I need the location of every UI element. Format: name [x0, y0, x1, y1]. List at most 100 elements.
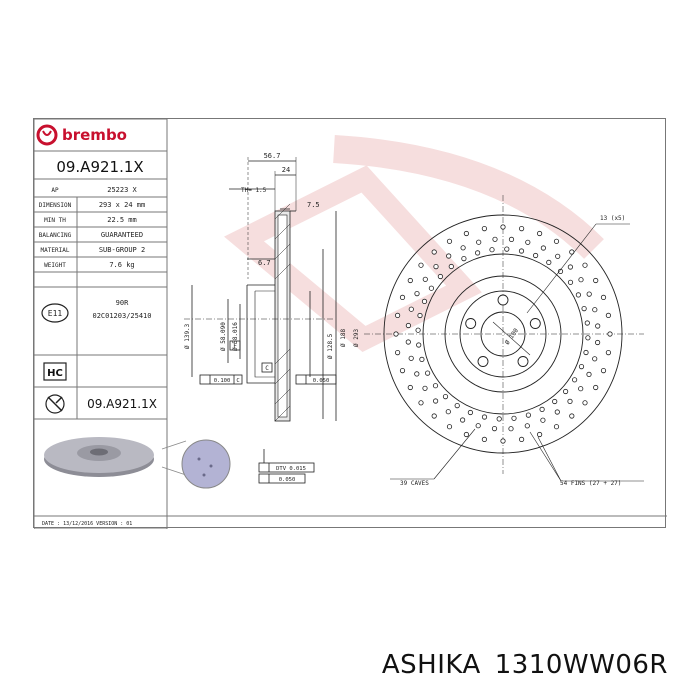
drill-hole — [567, 279, 574, 285]
drill-hole — [518, 436, 525, 442]
drill-hole — [567, 264, 574, 270]
drill-hole — [600, 294, 607, 300]
drill-hole — [567, 398, 573, 404]
tol-0-050b: 0.050 — [279, 477, 296, 483]
drill-hole — [417, 312, 423, 319]
fins-label: 54 FINS (27 + 27) — [560, 480, 621, 487]
drill-hole — [525, 239, 531, 245]
drill-hole — [399, 294, 406, 300]
drill-hole — [583, 349, 589, 356]
drill-hole — [518, 226, 525, 232]
spec-value-material: SUB-GROUP 2 — [99, 246, 145, 254]
drill-hole — [422, 385, 428, 391]
drill-hole — [419, 356, 425, 362]
drill-hole — [460, 245, 466, 251]
dim-58-016: Ø 58.016 — [232, 322, 239, 351]
drill-hole — [431, 413, 437, 419]
lug-holes — [465, 294, 541, 367]
spec-label-balancing: BALANCING — [39, 232, 72, 239]
drill-hole — [578, 386, 584, 392]
drill-hole — [592, 356, 598, 362]
spec-label-weight: WEIGHT — [44, 262, 66, 269]
drill-hole — [511, 415, 517, 421]
drill-hole — [582, 262, 588, 268]
drill-hole — [433, 264, 439, 270]
lug-hole — [529, 318, 541, 329]
drill-hole — [581, 306, 587, 312]
drill-hole — [557, 268, 564, 274]
spec-label-material: MATERIAL — [41, 247, 70, 254]
drill-hole — [394, 350, 401, 356]
drill-hole — [605, 312, 612, 318]
spec-label-min-th: MIN TH — [44, 217, 66, 224]
drill-holes — [393, 224, 613, 444]
brembo-watermark — [224, 135, 604, 353]
spec-value-balancing: GUARANTEED — [101, 231, 143, 239]
drill-hole — [461, 256, 467, 262]
drill-hole — [467, 409, 473, 416]
drill-hole — [536, 230, 543, 237]
drill-hole — [595, 323, 601, 329]
holes-label: 13 (x5) — [600, 215, 625, 222]
drill-hole — [416, 342, 422, 348]
drill-hole — [442, 393, 449, 400]
spec-value-ap: 25223 X — [107, 186, 137, 194]
drill-hole — [539, 406, 545, 412]
pcd-label: Ø 100 — [504, 327, 520, 346]
dim-58-090: Ø 58.090 — [220, 322, 227, 351]
part-number-secondary: 09.A921.1X — [87, 397, 157, 411]
drill-hole — [421, 298, 428, 304]
dim-128-5: Ø 128.5 — [327, 333, 334, 359]
drill-hole — [575, 292, 582, 298]
drill-hole — [500, 224, 506, 230]
drill-hole — [422, 276, 428, 282]
date-version: DATE : 13/12/2016 VERSION : 01 — [42, 521, 132, 527]
drill-hole — [437, 273, 443, 280]
drill-hole — [508, 236, 515, 243]
drill-hole — [475, 423, 481, 429]
drill-hole — [418, 400, 424, 406]
drill-hole — [496, 416, 502, 422]
drill-hole — [491, 425, 498, 432]
caves-label: 39 CAVES — [400, 480, 429, 487]
drill-hole — [405, 322, 411, 329]
drill-hole — [584, 320, 590, 326]
drill-hole — [540, 417, 546, 423]
drill-hole — [476, 239, 482, 245]
drill-hole — [586, 371, 592, 377]
drill-hole — [393, 331, 399, 337]
drill-hole — [536, 431, 543, 438]
dim-th: TH= 1.5 — [241, 187, 267, 194]
hc-badge: HC — [47, 368, 63, 379]
approval-line-2: 02C01203/25410 — [92, 312, 151, 320]
drill-hole — [414, 371, 420, 377]
drill-hole — [593, 384, 599, 391]
drill-hole — [500, 438, 506, 444]
drill-hole — [594, 339, 601, 346]
drill-hole — [394, 312, 401, 318]
drill-hole — [518, 248, 525, 254]
drill-hole — [504, 246, 510, 252]
drill-hole — [415, 327, 421, 333]
drill-hole — [524, 423, 530, 429]
approval-badge: E11 — [48, 309, 63, 318]
spec-table: AP 25223 X DIMENSION 293 x 24 mm MIN TH … — [39, 186, 145, 269]
drill-hole — [474, 250, 481, 256]
disc-photo — [44, 437, 154, 477]
approval-block: E11 90R 02C01203/25410 — [41, 299, 152, 323]
dim-6-7: 6.7 — [258, 259, 271, 267]
drill-hole — [459, 417, 466, 423]
drill-hole — [414, 291, 420, 297]
drill-hole — [424, 370, 431, 376]
datum-f: F — [233, 343, 237, 350]
drill-hole — [446, 424, 453, 430]
hc-block: HC — [43, 362, 67, 381]
brand-logo-text: brembo — [62, 126, 127, 144]
drill-hole — [540, 245, 546, 251]
spec-label-dimension: DIMENSION — [39, 202, 72, 209]
drill-hole — [432, 398, 439, 404]
drill-hole — [546, 259, 552, 265]
drill-hole — [508, 426, 514, 432]
drill-hole — [454, 402, 460, 409]
